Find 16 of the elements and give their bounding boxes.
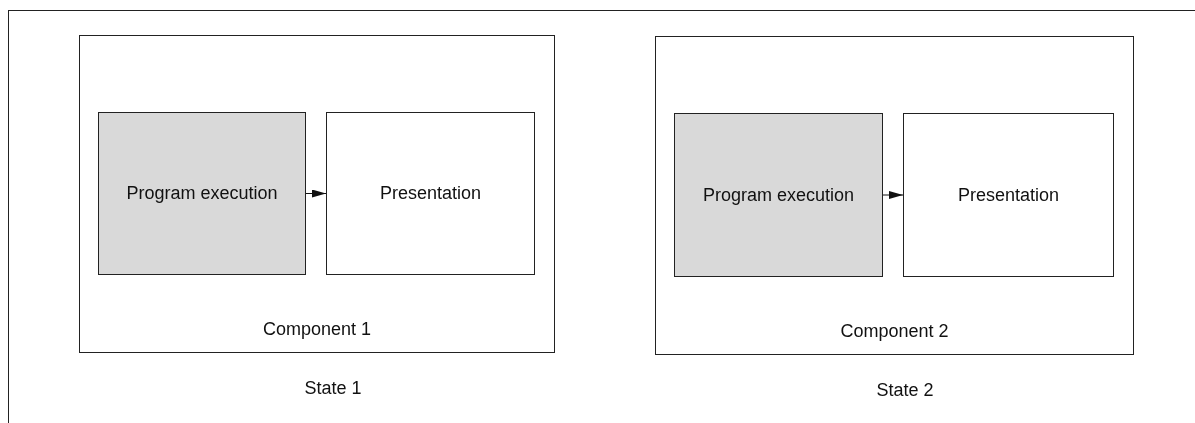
state-caption: State 2	[876, 380, 934, 401]
node-label: Program execution	[702, 184, 855, 206]
node-label: Component 2	[840, 321, 949, 342]
node-label: Presentation	[379, 183, 482, 204]
process-box-shaded	[98, 112, 306, 275]
component-box	[655, 36, 1134, 355]
node-label: Program execution	[126, 183, 278, 204]
arrow	[882, 191, 904, 199]
component-box	[79, 35, 555, 353]
process-box	[903, 113, 1114, 277]
node-label: Component 1	[262, 319, 372, 340]
node-label: Presentation	[957, 184, 1060, 206]
process-box-shaded	[674, 113, 883, 277]
process-box	[326, 112, 535, 275]
arrow	[305, 189, 327, 198]
state-caption: State 1	[304, 378, 362, 399]
